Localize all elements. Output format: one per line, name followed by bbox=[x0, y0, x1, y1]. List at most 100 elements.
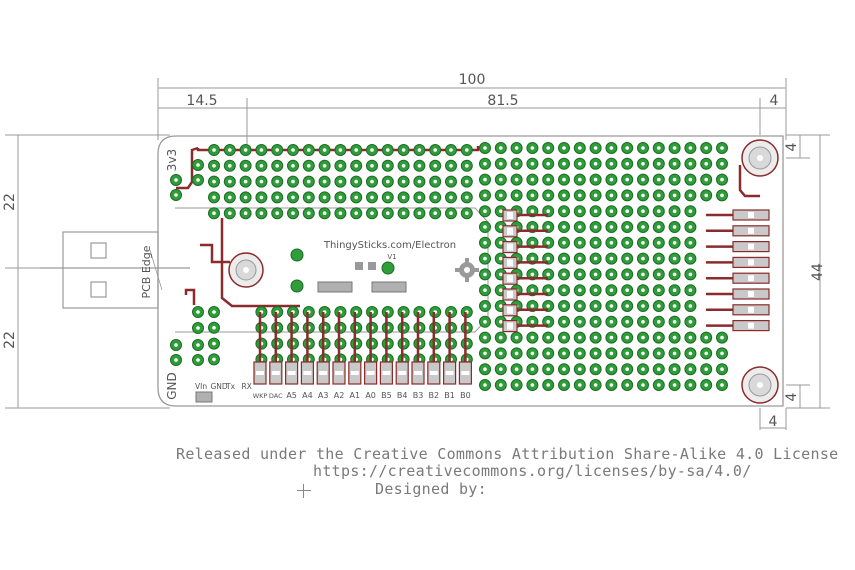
pad-hole bbox=[720, 335, 724, 340]
pad-hole bbox=[609, 351, 614, 356]
pad-hole bbox=[514, 367, 519, 372]
pad-hole bbox=[625, 225, 629, 229]
pad-hole bbox=[212, 357, 216, 362]
pad-hole bbox=[483, 241, 487, 245]
pad-hole bbox=[212, 148, 216, 152]
pad-hole bbox=[657, 320, 661, 324]
pad-hole bbox=[401, 179, 406, 184]
pad-hole bbox=[386, 195, 390, 200]
pad-hole bbox=[720, 383, 724, 387]
dim-total-height: 44 bbox=[810, 263, 826, 281]
pad-hole bbox=[625, 241, 629, 245]
pad-hole bbox=[546, 209, 550, 213]
pad-hole bbox=[688, 241, 693, 245]
pad-hole bbox=[259, 211, 264, 215]
pad-hole bbox=[562, 209, 566, 213]
pad-hole bbox=[546, 351, 550, 356]
pad-hole bbox=[609, 193, 614, 198]
pad-hole bbox=[386, 164, 390, 168]
pad-hole bbox=[672, 241, 677, 245]
pad-hole bbox=[291, 211, 295, 215]
pad-hole bbox=[530, 256, 535, 261]
dim-bottom-offset-2: 4 bbox=[769, 414, 778, 430]
pad-hole bbox=[354, 148, 359, 152]
gpio-label: B2 bbox=[429, 391, 440, 400]
pad-hole bbox=[704, 383, 708, 387]
pad-hole bbox=[530, 209, 535, 213]
gpio-label: A0 bbox=[365, 391, 376, 400]
pad-hole bbox=[546, 367, 550, 372]
smd-component-body bbox=[507, 259, 513, 267]
license-url: https://creativecommons.org/licenses/by-… bbox=[313, 462, 752, 480]
pad-hole bbox=[174, 193, 178, 197]
pad-hole bbox=[625, 367, 629, 372]
mount-hole-top-right bbox=[741, 139, 779, 177]
pad-hole bbox=[433, 164, 438, 168]
pad-hole bbox=[499, 162, 503, 166]
pad-hole bbox=[401, 195, 406, 200]
pad-hole bbox=[546, 335, 550, 340]
pad-hole bbox=[641, 209, 645, 213]
pad-hole bbox=[530, 383, 535, 387]
pad-hole bbox=[307, 164, 311, 168]
pad-hole bbox=[530, 241, 535, 245]
smd-component-body bbox=[748, 259, 754, 266]
dim-left-offset: 14.5 bbox=[186, 93, 217, 109]
pad-hole bbox=[625, 177, 629, 182]
pad-hole bbox=[417, 164, 422, 168]
pad-hole bbox=[704, 335, 708, 340]
pad-hole bbox=[625, 272, 629, 277]
pad-hole bbox=[593, 351, 598, 356]
pad-hole bbox=[370, 195, 374, 200]
pad-hole bbox=[483, 383, 487, 387]
pad-hole bbox=[243, 164, 248, 168]
smd-component-body bbox=[429, 371, 438, 375]
pcb-edge-label: PCB Edge bbox=[140, 245, 153, 298]
pad-hole bbox=[275, 148, 280, 152]
pad-hole bbox=[672, 162, 677, 166]
smd-component-body bbox=[382, 371, 391, 375]
pad-hole bbox=[688, 367, 693, 372]
pad-hole bbox=[720, 162, 724, 166]
pad-hole bbox=[704, 162, 708, 166]
mount-hole-left bbox=[228, 252, 264, 288]
pad-hole bbox=[657, 351, 661, 356]
pad-hole bbox=[530, 225, 535, 229]
pad-hole bbox=[562, 162, 566, 166]
pad-hole bbox=[641, 193, 645, 198]
pad-hole bbox=[530, 304, 535, 308]
pad-hole bbox=[593, 320, 598, 324]
pad-hole bbox=[672, 320, 677, 324]
pad-hole bbox=[625, 304, 629, 308]
bottom-pin-label: VIn bbox=[195, 382, 207, 391]
pad-hole bbox=[641, 241, 645, 245]
pad-hole bbox=[228, 148, 232, 152]
pad-hole bbox=[720, 193, 724, 198]
pad-hole bbox=[578, 320, 582, 324]
pad-hole bbox=[593, 225, 598, 229]
pad-hole bbox=[593, 177, 598, 182]
smd-component-body bbox=[287, 371, 296, 375]
pad-hole bbox=[386, 148, 390, 152]
pad-hole bbox=[641, 304, 645, 308]
dim-hole-span: 81.5 bbox=[487, 93, 518, 109]
pad-hole bbox=[609, 177, 614, 182]
smd-component-body bbox=[319, 371, 328, 375]
pad-hole bbox=[609, 288, 614, 293]
pad-hole bbox=[499, 304, 503, 308]
pad-hole bbox=[704, 193, 708, 198]
pad-hole bbox=[720, 351, 724, 356]
pad-hole bbox=[530, 367, 535, 372]
pad-hole bbox=[530, 146, 535, 150]
gpio-label: B1 bbox=[444, 391, 455, 400]
pad-hole bbox=[688, 272, 693, 277]
pad-hole bbox=[672, 272, 677, 277]
pad-hole bbox=[578, 367, 582, 372]
pad-hole bbox=[578, 288, 582, 293]
smd-component-body bbox=[507, 291, 513, 298]
pad-hole bbox=[499, 272, 503, 277]
pad-hole bbox=[196, 310, 200, 314]
pad-hole bbox=[688, 304, 693, 308]
